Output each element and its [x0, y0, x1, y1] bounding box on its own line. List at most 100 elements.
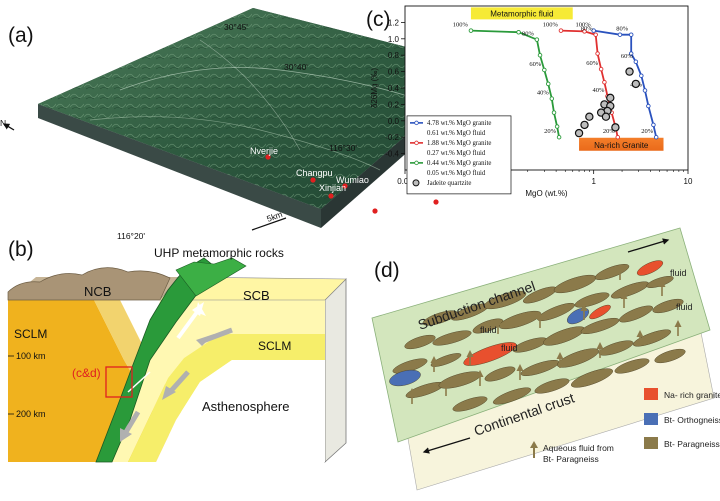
- series-point: [549, 96, 555, 101]
- sclm-right-label: SCLM: [258, 339, 291, 353]
- lenses: [389, 260, 686, 412]
- legend-swatch-granite: [644, 388, 658, 400]
- fluid-arrow-icon: [430, 356, 438, 363]
- terrain-ridge: [119, 67, 421, 101]
- jadeite-point: [611, 123, 620, 132]
- point-label: 40%: [593, 87, 606, 94]
- y-tick-label: 0.4: [388, 84, 400, 93]
- point-label: 20%: [544, 128, 557, 135]
- uhp-exposed: [175, 257, 247, 297]
- legend-marker: [414, 120, 419, 126]
- channel-band: [371, 227, 711, 443]
- x-tick-label: 10: [684, 177, 693, 186]
- c-d-location-box: [105, 366, 133, 398]
- y-tick-label: 0.0: [388, 117, 400, 126]
- series-point: [595, 51, 600, 56]
- paragneiss-lens: [472, 318, 504, 334]
- place-label: Changpu: [296, 168, 333, 178]
- place-label: Xinjian: [319, 183, 346, 193]
- series-line: [593, 29, 658, 138]
- channel-top-arrow: [627, 238, 670, 253]
- terrain-side-front: [38, 104, 321, 228]
- series-point: [628, 51, 634, 56]
- fluid-arrow-icon: [674, 320, 682, 327]
- terrain-texture: [38, 8, 485, 209]
- fluid-arrow-icon: [580, 304, 588, 311]
- series-point: [642, 88, 648, 93]
- sclm-left-label: SCLM: [14, 327, 47, 341]
- fluid-arrow-icon: [616, 264, 624, 271]
- legend-entry: 0.44 wt.% MgO granite: [427, 160, 491, 167]
- y-tick-label: 0.6: [388, 68, 400, 77]
- scale-label: 5km: [265, 209, 284, 224]
- terrain-valley: [199, 39, 301, 151]
- series-point: [516, 29, 521, 35]
- y-tick-label: 1.2: [388, 18, 400, 27]
- granite-lens: [589, 304, 611, 320]
- point-label: 20%: [641, 128, 654, 135]
- subduction-arrow-icon: [162, 386, 176, 400]
- y-axis-label: δ26Mg (‰): [370, 68, 379, 108]
- na-rich-granite-box: [579, 137, 664, 151]
- north-label: N: [0, 118, 6, 128]
- fluid-arrow-icon: [658, 280, 666, 287]
- panel-d: (d) Subduction channel Continental crust…: [371, 227, 720, 491]
- ncb-label: NCB: [84, 284, 111, 299]
- fluid-arrow-icon: [442, 380, 450, 387]
- subduction-arrow: [123, 410, 141, 434]
- fluid-arrow-icon: [530, 441, 538, 448]
- legend-entry: 1.88 wt.% MgO granite: [427, 140, 491, 147]
- paragneiss-lens: [432, 330, 472, 346]
- paragneiss-lens: [614, 358, 650, 374]
- y-tick-label: 0.8: [388, 51, 400, 60]
- subduction-arrow: [199, 327, 233, 345]
- place-label: Wumiao: [336, 175, 369, 185]
- jadeite-point: [606, 93, 615, 103]
- scb-label: SCB: [243, 288, 270, 303]
- c-d-box-label: (c&d): [72, 366, 101, 380]
- legend-arrow: [530, 441, 538, 458]
- chart-legend: [406, 115, 512, 195]
- x-tick-label: 0.01: [397, 177, 413, 186]
- exhumation-arrow-icon: [192, 302, 204, 316]
- orthogneiss-lens: [389, 369, 421, 387]
- paragneiss-lens: [484, 366, 516, 382]
- series-point: [615, 134, 620, 140]
- ncb-mountains: [7, 267, 171, 301]
- shear-arrow-icon: [627, 238, 670, 253]
- paragneiss-lens: [492, 387, 532, 405]
- paragneiss-lens: [430, 353, 462, 367]
- jadeite-point: [625, 67, 634, 76]
- paragneiss-lens: [452, 396, 488, 412]
- paragneiss-lens: [652, 298, 684, 314]
- series-line: [470, 29, 560, 138]
- paragneiss-lens: [534, 378, 570, 394]
- panel-b: (b) (c&d) 100 km 200 km UHP metamorph: [7, 238, 347, 463]
- legend-swatch-orthogneiss: [644, 413, 658, 425]
- series-point: [554, 124, 560, 129]
- point-label: 60%: [586, 60, 599, 67]
- point-label: 20%: [603, 128, 616, 135]
- coord-label: 30°45': [224, 22, 248, 32]
- fluid-arrow-icon: [556, 352, 564, 359]
- legend-marker: [414, 160, 419, 166]
- paragneiss-lens: [598, 340, 634, 356]
- paragneiss-lens: [537, 302, 575, 322]
- granite-lens: [636, 260, 664, 276]
- paragneiss-lens: [654, 348, 686, 364]
- crust-arrow: [422, 437, 471, 454]
- block-right-face: [324, 278, 347, 463]
- subduction-arrows: [120, 327, 233, 442]
- depth-200-label: 200 km: [16, 409, 46, 419]
- granite-lens: [463, 342, 517, 366]
- fluid-label: fluid: [676, 302, 693, 312]
- place-marker: [342, 183, 348, 189]
- metamorphic-fluid-box: [470, 7, 573, 20]
- panel-b-label: (b): [8, 238, 34, 261]
- north-arrow-icon: [2, 123, 15, 131]
- legend-entry: 0.61 wt.% MgO fluid: [427, 130, 486, 137]
- jadeite-point: [585, 112, 594, 121]
- subduction-arrow-icon: [120, 428, 132, 442]
- fluid-label: fluid: [670, 268, 687, 278]
